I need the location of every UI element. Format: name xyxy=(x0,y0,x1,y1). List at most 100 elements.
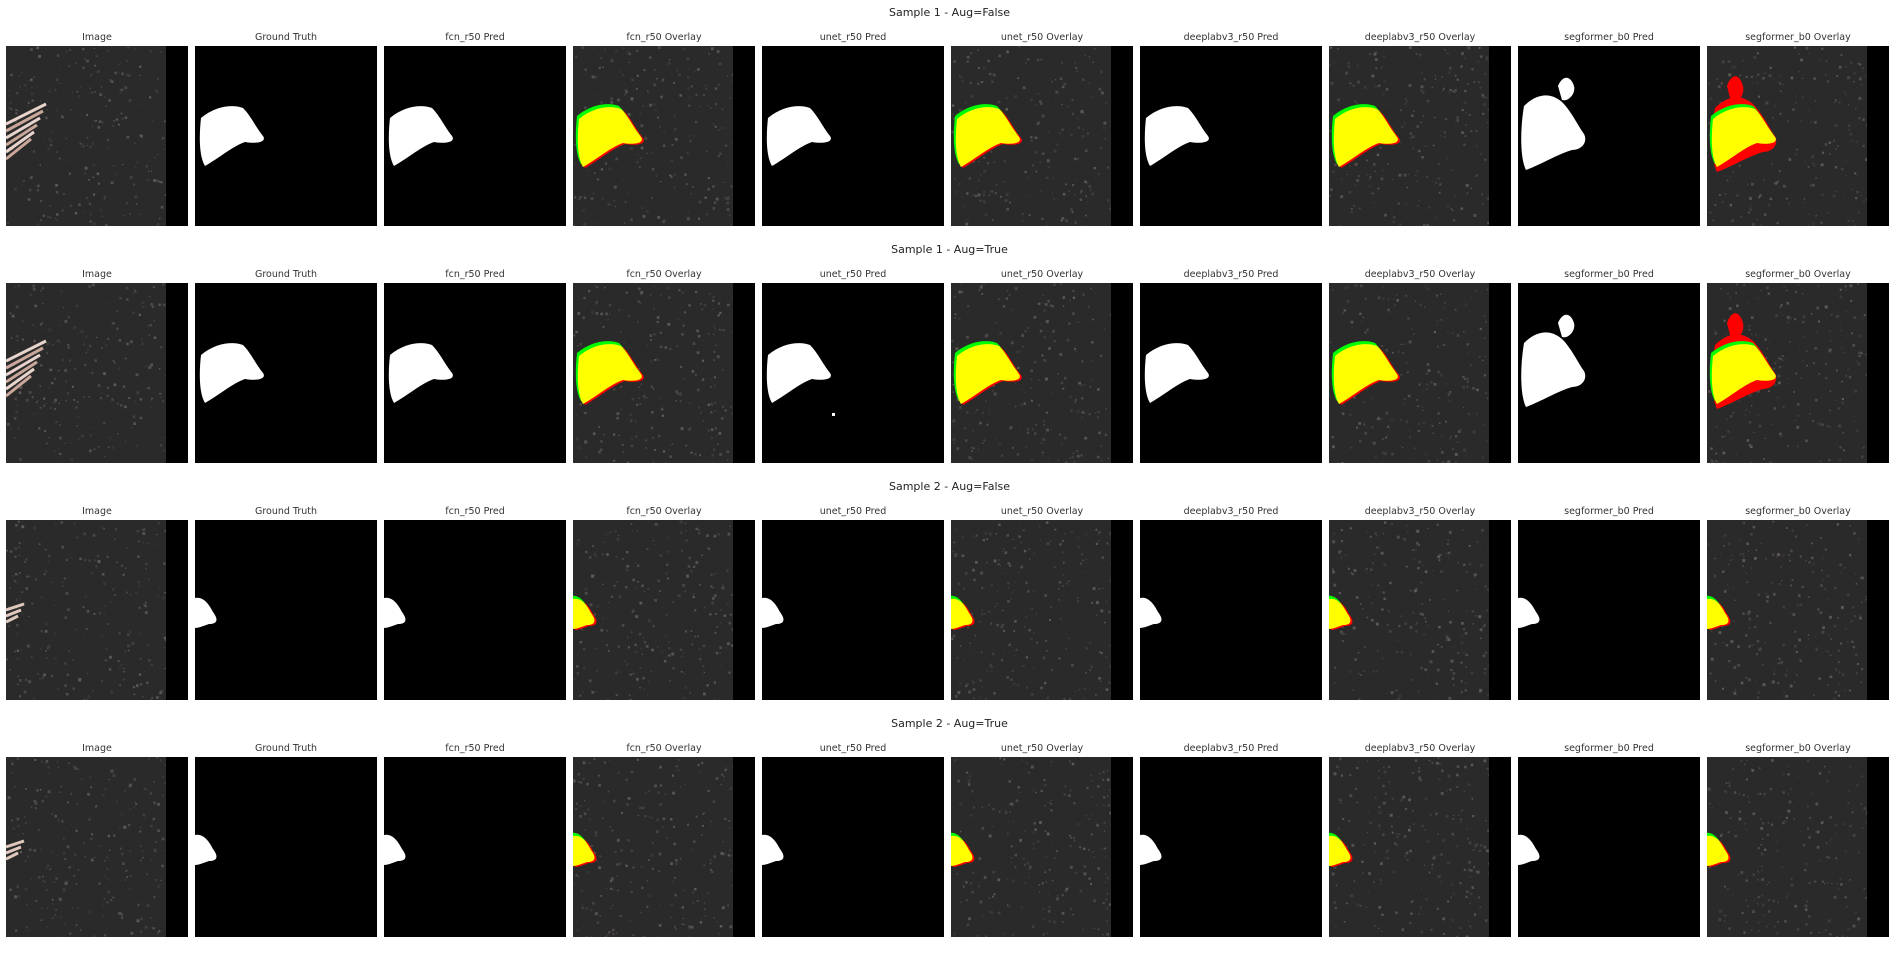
overlay-panel xyxy=(573,520,755,700)
panel-graphic xyxy=(1140,283,1322,463)
row-title: Sample 1 - Aug=False xyxy=(888,6,1010,19)
panel-title: unet_r50 Pred xyxy=(819,269,887,280)
overlay-panel xyxy=(1329,520,1511,700)
row-title: Sample 2 - Aug=False xyxy=(888,480,1010,493)
panel-graphic xyxy=(1707,283,1889,463)
panel-graphic xyxy=(951,520,1133,700)
panel-graphic xyxy=(1140,46,1322,226)
panel-title: segformer_b0 Overlay xyxy=(1745,269,1851,280)
panel-graphic xyxy=(195,757,377,937)
panel-title: unet_r50 Pred xyxy=(819,743,887,754)
panel-title: deeplabv3_r50 Overlay xyxy=(1364,32,1476,43)
panel-graphic xyxy=(384,757,566,937)
panel-title: fcn_r50 Pred xyxy=(445,506,505,517)
mask-panel xyxy=(1140,283,1322,463)
panel-graphic xyxy=(1329,520,1511,700)
mask-panel xyxy=(384,46,566,226)
mask-panel xyxy=(384,283,566,463)
overlay-panel xyxy=(573,46,755,226)
overlay-panel xyxy=(1707,283,1889,463)
panel-graphic xyxy=(1518,46,1700,226)
panel-title: segformer_b0 Overlay xyxy=(1745,506,1851,517)
mask-panel xyxy=(1518,283,1700,463)
mask-panel xyxy=(1518,520,1700,700)
panel-title: deeplabv3_r50 Pred xyxy=(1183,506,1279,517)
mask-panel xyxy=(1518,757,1700,937)
panel-graphic xyxy=(1707,46,1889,226)
panel-title: fcn_r50 Overlay xyxy=(626,743,702,754)
mask-panel xyxy=(762,757,944,937)
panel-graphic xyxy=(1329,46,1511,226)
panel-graphic xyxy=(1707,757,1889,937)
panel-graphic xyxy=(1518,520,1700,700)
panel-title: fcn_r50 Overlay xyxy=(626,506,702,517)
mask-panel xyxy=(195,520,377,700)
panel-graphic xyxy=(384,520,566,700)
source-image xyxy=(6,46,188,226)
panel-title: fcn_r50 Pred xyxy=(445,269,505,280)
panel-title: Image xyxy=(82,32,112,43)
overlay-panel xyxy=(1329,757,1511,937)
panel-graphic xyxy=(1518,757,1700,937)
panel-title: fcn_r50 Pred xyxy=(445,743,505,754)
overlay-panel xyxy=(1329,46,1511,226)
panel-title: Ground Truth xyxy=(254,32,318,43)
panel-graphic xyxy=(6,283,188,463)
panel-title: segformer_b0 Pred xyxy=(1564,269,1654,280)
panel-title: segformer_b0 Pred xyxy=(1564,743,1654,754)
panel-graphic xyxy=(951,46,1133,226)
mask-panel xyxy=(1140,757,1322,937)
panel-title: segformer_b0 Pred xyxy=(1564,506,1654,517)
overlay-panel xyxy=(1707,46,1889,226)
panel-graphic xyxy=(762,46,944,226)
mask-panel xyxy=(384,520,566,700)
panel-graphic xyxy=(6,757,188,937)
panel-title: deeplabv3_r50 Overlay xyxy=(1364,506,1476,517)
overlay-panel xyxy=(951,283,1133,463)
panel-graphic xyxy=(762,520,944,700)
mask-panel xyxy=(762,520,944,700)
panel-title: segformer_b0 Overlay xyxy=(1745,32,1851,43)
panel-title: unet_r50 Pred xyxy=(819,32,887,43)
mask-panel xyxy=(195,46,377,226)
overlay-panel xyxy=(573,757,755,937)
panel-graphic xyxy=(1329,757,1511,937)
panel-graphic xyxy=(1140,520,1322,700)
panel-graphic xyxy=(195,283,377,463)
panel-title: deeplabv3_r50 Pred xyxy=(1183,32,1279,43)
panel-title: deeplabv3_r50 Overlay xyxy=(1364,743,1476,754)
panel-title: deeplabv3_r50 Overlay xyxy=(1364,269,1476,280)
panel-graphic xyxy=(384,283,566,463)
panel-graphic xyxy=(1518,283,1700,463)
overlay-panel xyxy=(1707,520,1889,700)
panel-graphic xyxy=(195,46,377,226)
source-image xyxy=(6,283,188,463)
panel-title: fcn_r50 Overlay xyxy=(626,269,702,280)
panel-title: fcn_r50 Pred xyxy=(445,32,505,43)
mask-panel xyxy=(1518,46,1700,226)
panel-title: Image xyxy=(82,743,112,754)
panel-graphic xyxy=(951,283,1133,463)
panel-graphic xyxy=(6,46,188,226)
panel-graphic xyxy=(951,757,1133,937)
panel-title: unet_r50 Overlay xyxy=(1000,32,1084,43)
mask-panel xyxy=(384,757,566,937)
panel-title: unet_r50 Overlay xyxy=(1000,269,1084,280)
overlay-panel xyxy=(951,757,1133,937)
mask-panel xyxy=(762,46,944,226)
panel-graphic xyxy=(1140,757,1322,937)
panel-title: fcn_r50 Overlay xyxy=(626,32,702,43)
mask-panel xyxy=(1140,520,1322,700)
panel-title: unet_r50 Overlay xyxy=(1000,743,1084,754)
source-image xyxy=(6,757,188,937)
panel-title: Image xyxy=(82,269,112,280)
panel-title: Ground Truth xyxy=(254,269,318,280)
overlay-panel xyxy=(1329,283,1511,463)
overlay-panel xyxy=(951,520,1133,700)
panel-title: deeplabv3_r50 Pred xyxy=(1183,743,1279,754)
panel-graphic xyxy=(762,757,944,937)
panel-graphic xyxy=(573,46,755,226)
panel-graphic xyxy=(6,520,188,700)
panel-title: unet_r50 Overlay xyxy=(1000,506,1084,517)
panel-graphic xyxy=(573,757,755,937)
